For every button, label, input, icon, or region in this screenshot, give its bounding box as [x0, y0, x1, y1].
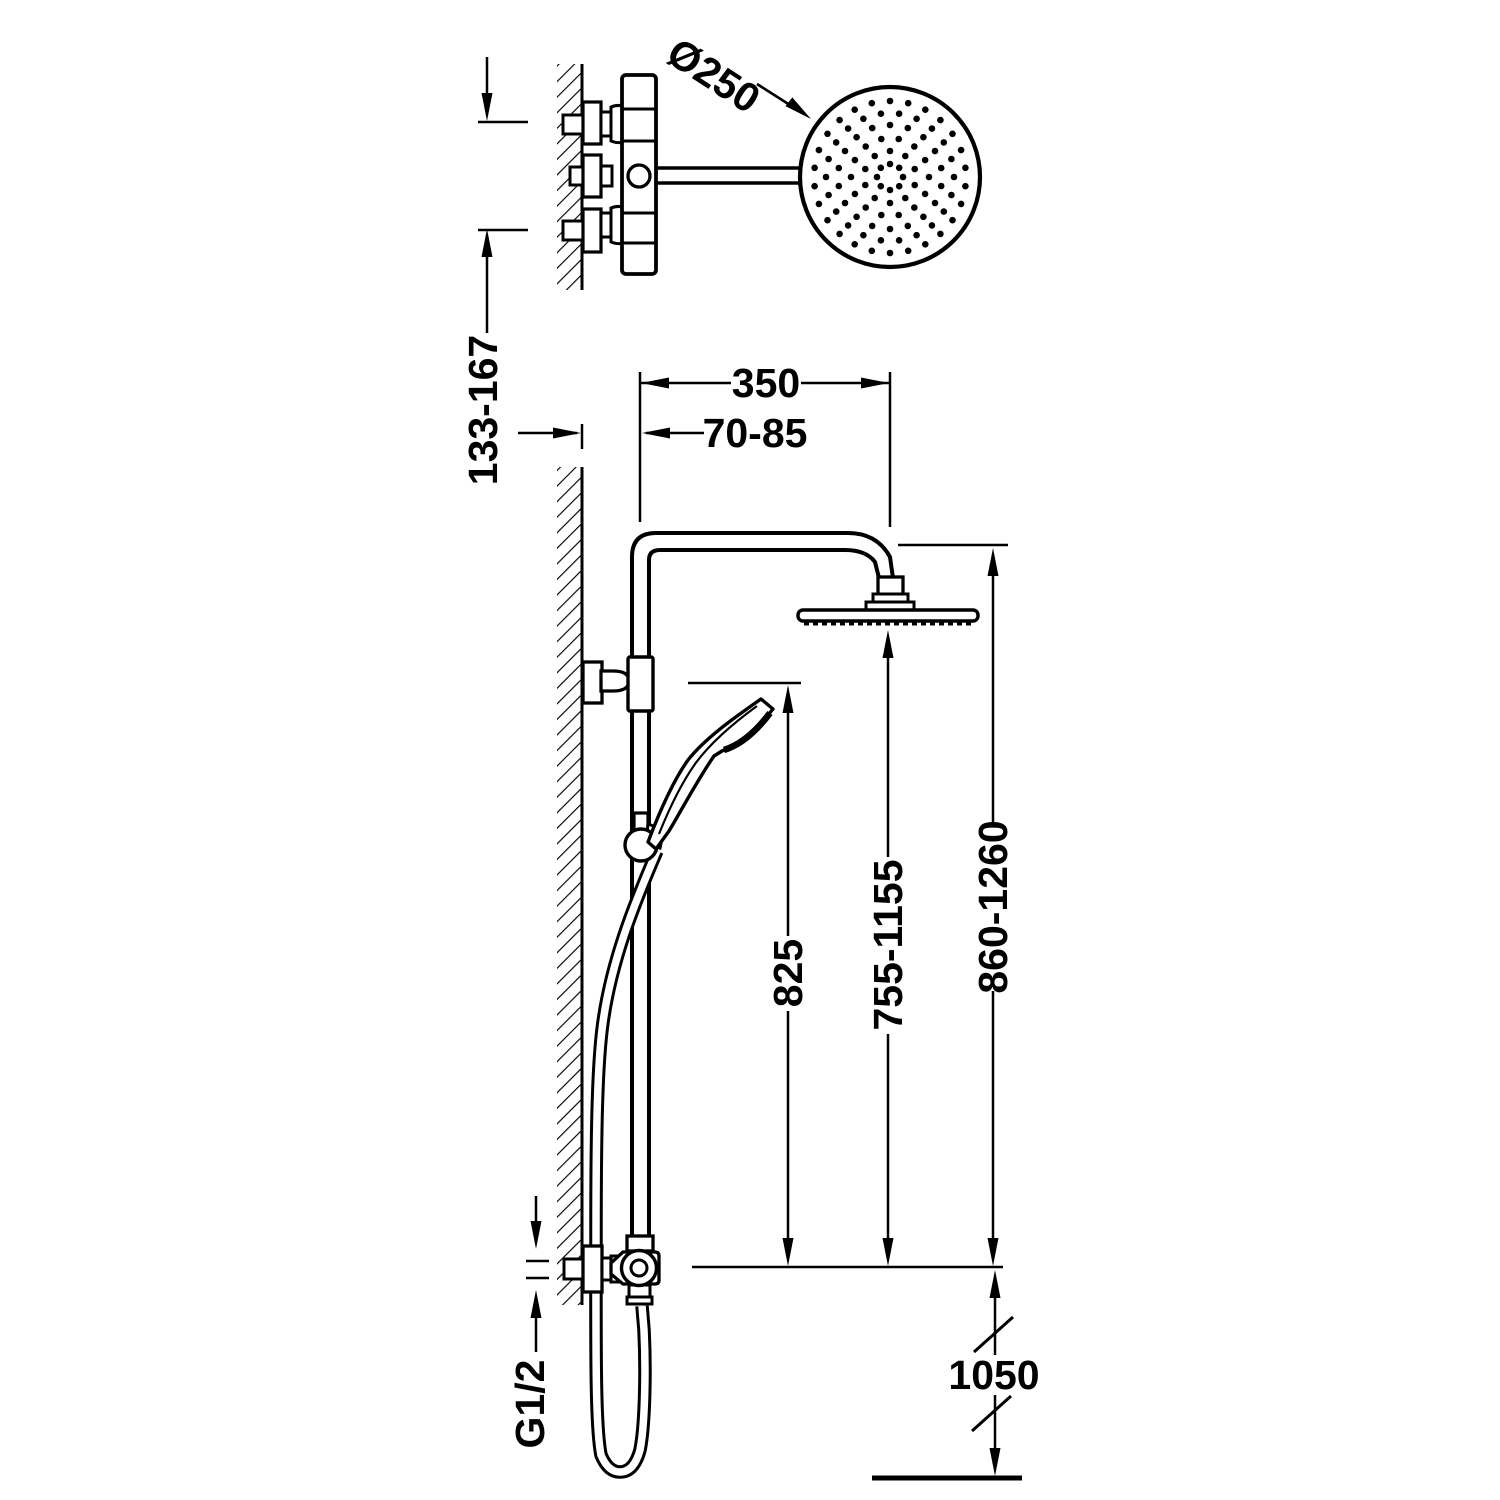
valve-body-top-view: [620, 73, 658, 276]
dim-label-head-height-range: 755-1155: [865, 859, 911, 1030]
dim-label-handset-height: 825: [765, 939, 811, 1007]
wall-section-front-view: [557, 467, 584, 1305]
hand-shower: [646, 697, 775, 851]
riser-rail-and-arm: [630, 531, 895, 1240]
dim-label-wall-to-rail: 70-85: [703, 410, 808, 456]
head-diameter-dimension: Ø250: [659, 29, 805, 122]
dim-label-thread: G1/2: [507, 1360, 553, 1449]
dimension-lines: [518, 372, 1015, 1448]
dimension-arrowheads: [481, 93, 1001, 1476]
overhead-shower-front-view: [796, 575, 980, 626]
dim-label-supply-spacing: 133-167: [460, 335, 506, 485]
overhead-shower-top-view: [797, 84, 983, 270]
dim-label-head-diameter: Ø250: [659, 29, 768, 122]
dim-label-outlet-height-range: 860-1260: [970, 820, 1016, 993]
outlet-valve-assembly: [562, 1234, 661, 1306]
dim-label-arm-projection: 350: [732, 360, 800, 406]
dim-label-valve-height: 1050: [948, 1352, 1039, 1398]
shower-arm-top-view: [656, 166, 806, 185]
spray-nozzle-dots: [811, 97, 969, 257]
hand-shower-hose: [589, 848, 664, 1479]
front-view: 350 70-85 825 755-1155 860-1260 G1/2 105…: [481, 93, 1040, 1481]
supply-spacing-dimension: [478, 57, 528, 333]
rail-wall-bracket: [581, 655, 655, 713]
